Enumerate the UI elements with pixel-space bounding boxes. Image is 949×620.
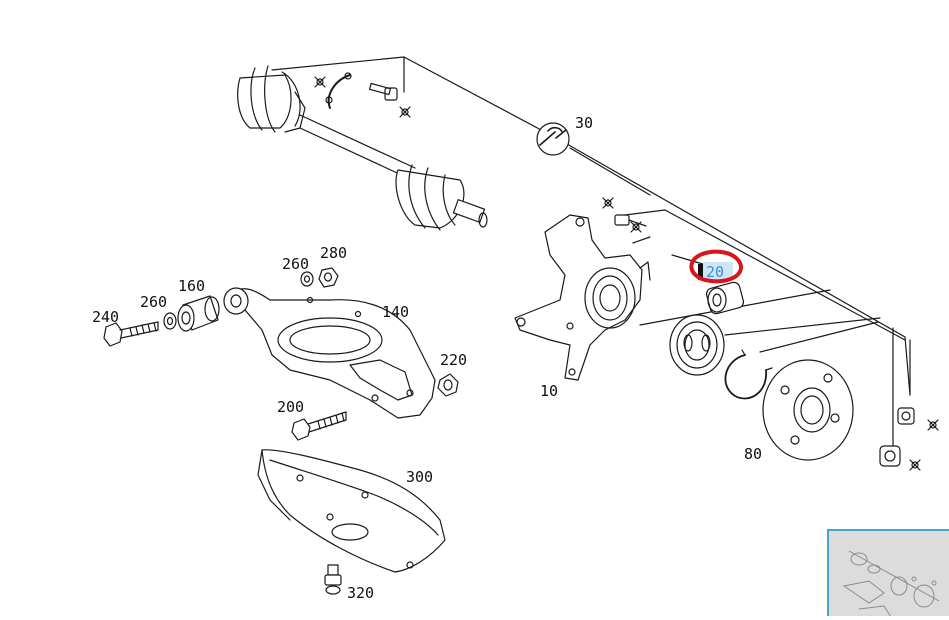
part-labels: 30 10 80 140 160 200 220 240 260 260 280… [92, 114, 762, 602]
washer-part-260-left[interactable] [163, 312, 177, 330]
label-140[interactable]: 140 [382, 303, 409, 321]
hub-bolts[interactable] [879, 407, 915, 467]
label-200[interactable]: 200 [277, 398, 304, 416]
label-300[interactable]: 300 [406, 468, 433, 486]
label-240[interactable]: 240 [92, 308, 119, 326]
plug-part-320[interactable] [324, 564, 342, 595]
bolt-part-240[interactable] [103, 321, 159, 347]
label-80[interactable]: 80 [744, 445, 762, 463]
snap-ring[interactable] [724, 349, 773, 400]
steering-knuckle[interactable] [514, 214, 651, 381]
bushing-part-160[interactable] [177, 295, 220, 332]
label-280[interactable]: 280 [320, 244, 347, 262]
label-160[interactable]: 160 [178, 277, 205, 295]
bolt-part-200[interactable] [291, 411, 347, 441]
label-10[interactable]: 10 [540, 382, 558, 400]
shaft-clip-and-bolt[interactable] [325, 72, 398, 109]
label-320[interactable]: 320 [347, 584, 374, 602]
red-highlight-circle [689, 249, 743, 284]
cover-part-300[interactable] [257, 449, 446, 573]
selected-label-20[interactable]: 20 [689, 249, 743, 284]
wrench-icon [536, 122, 570, 156]
label-30[interactable]: 30 [575, 114, 593, 132]
control-arm-part-140[interactable] [223, 287, 436, 419]
label-220[interactable]: 220 [440, 351, 467, 369]
wheel-hub-part-80[interactable] [762, 359, 854, 461]
label-260-left[interactable]: 260 [140, 293, 167, 311]
washer-part-260-top[interactable] [300, 271, 314, 287]
label-260-top[interactable]: 260 [282, 255, 309, 273]
nut-part-280[interactable] [318, 267, 339, 288]
label-20[interactable]: 20 [706, 263, 724, 281]
overview-thumbnail-icon [842, 550, 940, 616]
bushing-part-20[interactable] [705, 281, 745, 315]
wheel-bearing[interactable] [669, 314, 725, 376]
nut-part-220[interactable] [437, 373, 459, 397]
drive-shaft[interactable] [237, 65, 488, 231]
overview-thumbnail[interactable] [827, 529, 949, 616]
